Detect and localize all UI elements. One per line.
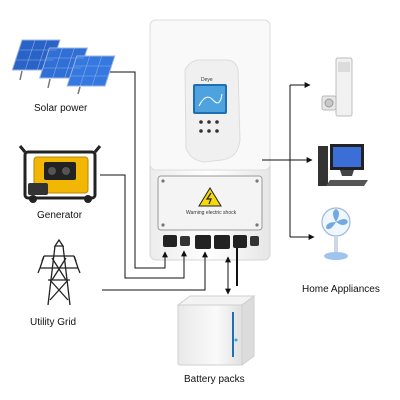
solar-panel-icon — [11, 39, 116, 95]
home-appliances-label: Home Appliances — [302, 284, 380, 295]
battery-pack-icon — [176, 295, 256, 366]
generator-icon — [18, 145, 102, 203]
generator-label: Generator — [37, 210, 83, 221]
battery-packs-label: Battery packs — [184, 374, 245, 385]
wiring — [100, 71, 315, 295]
computer-icon — [318, 144, 368, 186]
warning-icon — [198, 187, 222, 207]
wire-grid — [102, 251, 208, 291]
wire-solar — [110, 71, 168, 269]
air-conditioner-icon — [321, 57, 353, 117]
solar-power-label: Solar power — [34, 103, 88, 114]
inverter-display — [193, 84, 227, 114]
hybrid-inverter: Deye Warning electric shock — [149, 19, 271, 261]
inverter-buttons — [199, 120, 219, 133]
inverter-brand: Deye — [201, 77, 213, 83]
warning-label: Warning electric shock — [186, 210, 237, 216]
electric-fan-icon — [321, 207, 351, 260]
wire-generator — [100, 174, 187, 279]
inverter-terminals — [163, 235, 259, 249]
utility-grid-label: Utility Grid — [30, 317, 77, 328]
utility-tower-icon — [37, 238, 81, 306]
